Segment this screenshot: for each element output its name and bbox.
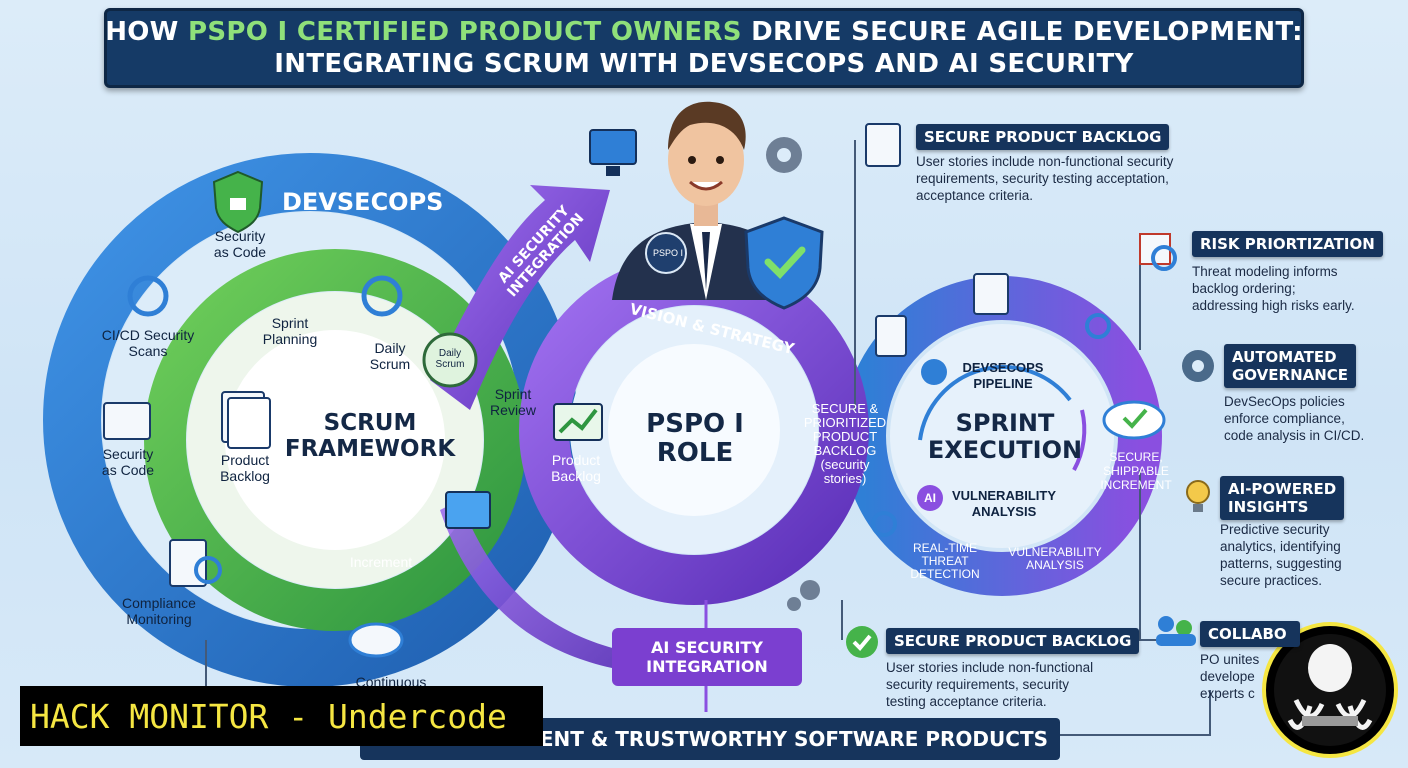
- sprint-checklist-icon: [973, 273, 1009, 315]
- bottom-shield-check-icon: [846, 626, 878, 658]
- small-gears-icon: [787, 580, 820, 611]
- pspo-item-product-backlog: Product Backlog: [551, 452, 601, 484]
- shield-check-icon: [744, 216, 824, 310]
- risk-magnifier-icon: [1139, 233, 1177, 271]
- checklist-icon: [865, 123, 901, 167]
- sprint-item-devsecops-pipeline: DEVSECOPS PIPELINE: [962, 360, 1044, 391]
- cloud-icon: [348, 622, 404, 658]
- scrum-item-sprint-review: Sprint Review: [490, 386, 536, 418]
- magnifier-icon: [1085, 313, 1111, 339]
- title-accent: PSPO I CERTIFIED PRODUCT OWNERS: [188, 17, 742, 47]
- documents-icon: [221, 391, 271, 449]
- scrum-item-increment: Increment: [349, 554, 413, 570]
- hack-monitor-watermark: HACK MONITOR - Undercode: [20, 686, 543, 746]
- sprint-item-shippable-increment: SECURE, SHIPPABLE INCREMENT: [1100, 450, 1172, 492]
- governance-gear-icon: [1182, 350, 1214, 382]
- sprint-inner-arrow: [918, 365, 1072, 441]
- sprint-execution-title: SPRINT EXECUTION: [927, 409, 1083, 464]
- title-banner: HOW PSPO I CERTIFIED PRODUCT OWNERS DRIV…: [104, 8, 1304, 88]
- sprint-cycle-icon: [361, 275, 403, 317]
- lock-shield-icon: [212, 170, 264, 234]
- scrum-item-sprint-planning: Sprint Planning: [262, 315, 318, 347]
- monitor-icon: [589, 129, 637, 176]
- pspo-badge: PSPO I: [652, 248, 683, 258]
- ai-security-integration-bubble: AI SECURITY INTEGRATION: [612, 628, 802, 686]
- daily-scrum-badge: Daily Scrum: [435, 348, 465, 370]
- devsecops-item-ci-cd-scans: CI/CD Security Scans: [101, 327, 195, 359]
- section-secure-backlog-bottom-head: SECURE PRODUCT BACKLOG: [886, 628, 1140, 654]
- scrum-loop-ring: [144, 249, 526, 631]
- scrum-item-daily-scrum: Daily Scrum: [369, 340, 411, 372]
- scrum-framework-title: SCRUM FRAMEWORK: [284, 410, 456, 462]
- title-line-2: INTEGRATING SCRUM WITH DEVSECOPS AND AI …: [274, 49, 1134, 79]
- section-secure-backlog-top-head: SECURE PRODUCT BACKLOG: [916, 124, 1170, 150]
- sprint-item-vulnerability-analysis-outer: VULNERABILITY ANALYSIS: [1008, 545, 1102, 572]
- section-secure-backlog-top-body: User stories include non-functional secu…: [916, 154, 1174, 203]
- scrum-item-product-backlog: Product Backlog: [220, 452, 270, 484]
- section-risk-prioritization-body: Threat modeling informs backlog ordering…: [1192, 264, 1355, 313]
- section-collaboration-head: COLLABO: [1200, 621, 1300, 647]
- bottom-banner-text: LIENT & TRUSTWORTHY SOFTWARE PRODUCTS: [519, 727, 1048, 751]
- chart-monitor-icon: [553, 403, 603, 441]
- title-line-1: HOW PSPO I CERTIFIED PRODUCT OWNERS DRIV…: [105, 17, 1303, 47]
- sprint-item-vulnerability-analysis-inner: VULNERABILITY ANALYSIS: [952, 488, 1056, 519]
- team-icon: [1156, 616, 1196, 646]
- section-automated-governance-head: AUTOMATED GOVERNANCE: [1224, 344, 1357, 388]
- section-automated-governance-body: DevSecOps policies enforce compliance, c…: [1224, 394, 1365, 443]
- devsecops-title: DEVSECOPS: [282, 188, 444, 216]
- code-window-icon: [103, 402, 151, 440]
- devsecops-item-security-as-code-left: Security as Code: [101, 446, 155, 478]
- section-ai-insights-head: AI-POWERED INSIGHTS: [1220, 476, 1345, 520]
- ai-badge: AI: [924, 491, 936, 505]
- devsecops-item-security-as-code-top: Security as Code: [213, 228, 267, 260]
- devsecops-item-compliance-monitoring: Compliance Monitoring: [122, 595, 196, 627]
- pipeline-gear-icon: [921, 359, 947, 385]
- gear-icon: [766, 137, 802, 173]
- undercode-logo: [1262, 622, 1398, 758]
- sprint-item-real-time-threat: REAL-TIME THREAT DETECTION: [910, 541, 980, 581]
- lightbulb-icon: [1186, 480, 1210, 512]
- daily-scrum-badge-circle: [422, 332, 478, 388]
- ci-cd-cycle-icon: [127, 275, 169, 317]
- section-secure-backlog-bottom-body: User stories include non-functional secu…: [886, 660, 1094, 709]
- section-collaboration-body: PO unites develope experts c: [1200, 652, 1260, 701]
- pspo-item-secure-backlog: SECURE & PRIORITIZED PRODUCT BACKLOG (se…: [803, 401, 887, 486]
- sprint-document-icon: [875, 315, 907, 357]
- hack-monitor-text: HACK MONITOR - Undercode: [30, 696, 507, 736]
- cloud-shield-icon: [1102, 400, 1166, 440]
- clipboard-icon: [169, 539, 222, 587]
- ai-badge-circle: [917, 485, 943, 511]
- pspo-role-title: PSPO I ROLE: [646, 409, 744, 468]
- threat-magnifier-icon: [871, 511, 897, 537]
- section-ai-insights-body: Predictive security analytics, identifyi…: [1220, 522, 1342, 588]
- map-icon: [445, 491, 491, 529]
- section-risk-prioritization-head: RISK PRIORTIZATION: [1192, 231, 1383, 257]
